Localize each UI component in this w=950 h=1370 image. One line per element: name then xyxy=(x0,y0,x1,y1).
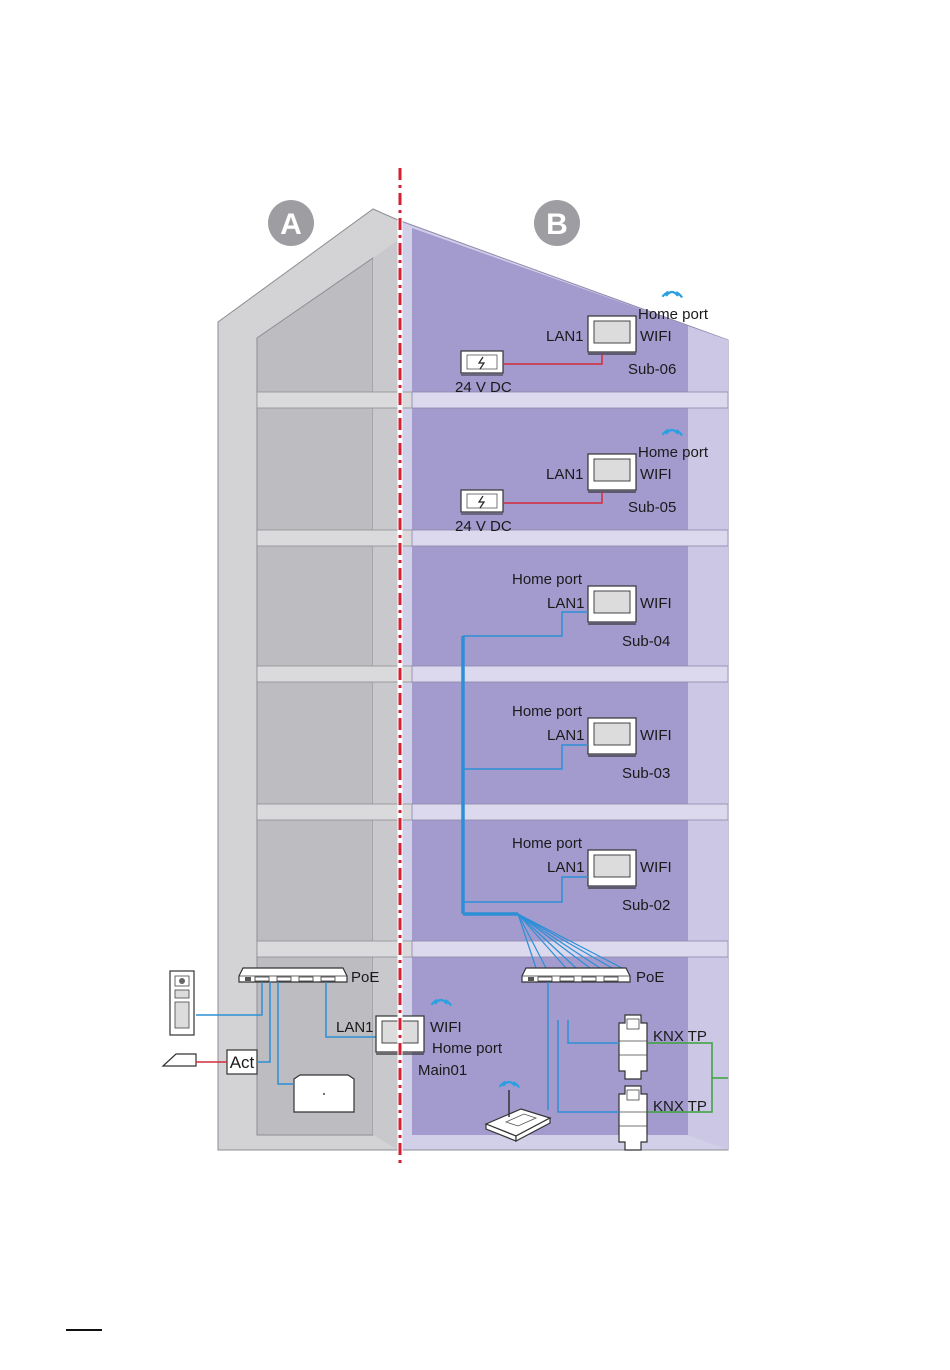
home-port-label: Home port xyxy=(638,444,709,461)
actuator-label: Act xyxy=(230,1053,255,1072)
lan-label: LAN1 xyxy=(546,328,584,345)
monitor-icon xyxy=(588,718,636,756)
home-port-label: Home port xyxy=(512,571,583,588)
home-port-label: Home port xyxy=(512,835,583,852)
wifi-label: WIFI xyxy=(640,466,672,483)
slab-4 xyxy=(257,804,728,820)
slab-3 xyxy=(257,666,728,682)
lan-label: LAN1 xyxy=(336,1019,374,1036)
poe-switch-icon xyxy=(239,968,347,982)
zone-a-label: A xyxy=(280,208,302,241)
unit-name: Main01 xyxy=(418,1062,467,1079)
lan-label: LAN1 xyxy=(546,466,584,483)
building-b xyxy=(398,220,728,1150)
unit-name: Sub-06 xyxy=(628,361,676,378)
zone-b-label: B xyxy=(546,208,568,241)
knx-module-icon xyxy=(619,1015,647,1079)
zone-a-badge: A xyxy=(268,200,314,246)
power-label: 24 V DC xyxy=(455,518,512,535)
door-station-icon xyxy=(170,971,194,1035)
unit-name: Sub-05 xyxy=(628,499,676,516)
door-lock-icon xyxy=(163,1054,196,1066)
wifi-label: WIFI xyxy=(640,328,672,345)
lan-label: LAN1 xyxy=(547,859,585,876)
home-port-label: Home port xyxy=(432,1040,503,1057)
monitor-icon xyxy=(588,586,636,624)
lan-label: LAN1 xyxy=(547,727,585,744)
unit-name: Sub-02 xyxy=(622,897,670,914)
power-supply-icon xyxy=(461,490,503,514)
knx-module-icon xyxy=(619,1086,647,1150)
lan-label: LAN1 xyxy=(547,595,585,612)
poe-switch-label: PoE xyxy=(351,969,379,986)
poe-switch-icon xyxy=(522,968,630,982)
wifi-label: WIFI xyxy=(640,859,672,876)
home-port-label: Home port xyxy=(512,703,583,720)
wifi-label: WIFI xyxy=(430,1019,462,1036)
zone-b-badge: B xyxy=(534,200,580,246)
recorder-icon xyxy=(294,1075,354,1112)
poe-switch-label: PoE xyxy=(636,969,664,986)
power-label: 24 V DC xyxy=(455,379,512,396)
monitor-icon xyxy=(588,850,636,888)
slab-5 xyxy=(257,941,728,957)
actuator-box: Act xyxy=(227,1050,257,1074)
monitor-icon xyxy=(588,316,636,354)
unit-name: Sub-03 xyxy=(622,765,670,782)
home-port-label: Home port xyxy=(638,306,709,323)
unit-name: Sub-04 xyxy=(622,633,670,650)
wifi-label: WIFI xyxy=(640,727,672,744)
wifi-label: WIFI xyxy=(640,595,672,612)
monitor-icon xyxy=(588,454,636,492)
wifi-icon xyxy=(660,291,684,300)
power-supply-icon xyxy=(461,351,503,375)
